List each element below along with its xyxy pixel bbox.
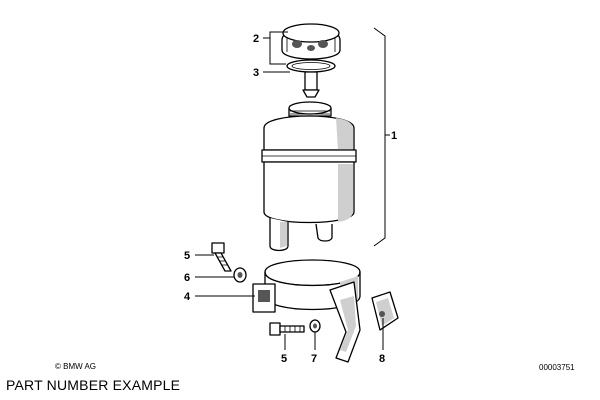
mounting-clamp bbox=[252, 259, 361, 363]
callout-5-upper: 5 bbox=[184, 250, 190, 262]
filler-cap bbox=[281, 23, 341, 60]
callout-8: 8 bbox=[379, 353, 385, 365]
callout-6: 6 bbox=[184, 272, 190, 284]
speed-nut bbox=[371, 291, 399, 331]
washer bbox=[233, 267, 247, 283]
reservoir bbox=[261, 101, 357, 252]
callout-3: 3 bbox=[253, 67, 259, 79]
document-number: 00003751 bbox=[539, 363, 575, 372]
caption: PART NUMBER EXAMPLE bbox=[6, 377, 181, 393]
callout-1: 1 bbox=[391, 130, 397, 142]
copyright-notice: © BMW AG bbox=[55, 362, 97, 371]
sealing-ring bbox=[286, 59, 336, 73]
filter-stem bbox=[302, 71, 320, 98]
callout-4: 4 bbox=[184, 291, 191, 303]
callout-7: 7 bbox=[311, 353, 317, 365]
screw-lower bbox=[269, 322, 305, 336]
lock-washer bbox=[309, 319, 321, 333]
callout-5-lower: 5 bbox=[281, 353, 287, 365]
screw-upper bbox=[211, 242, 232, 272]
callout-2: 2 bbox=[253, 33, 259, 45]
